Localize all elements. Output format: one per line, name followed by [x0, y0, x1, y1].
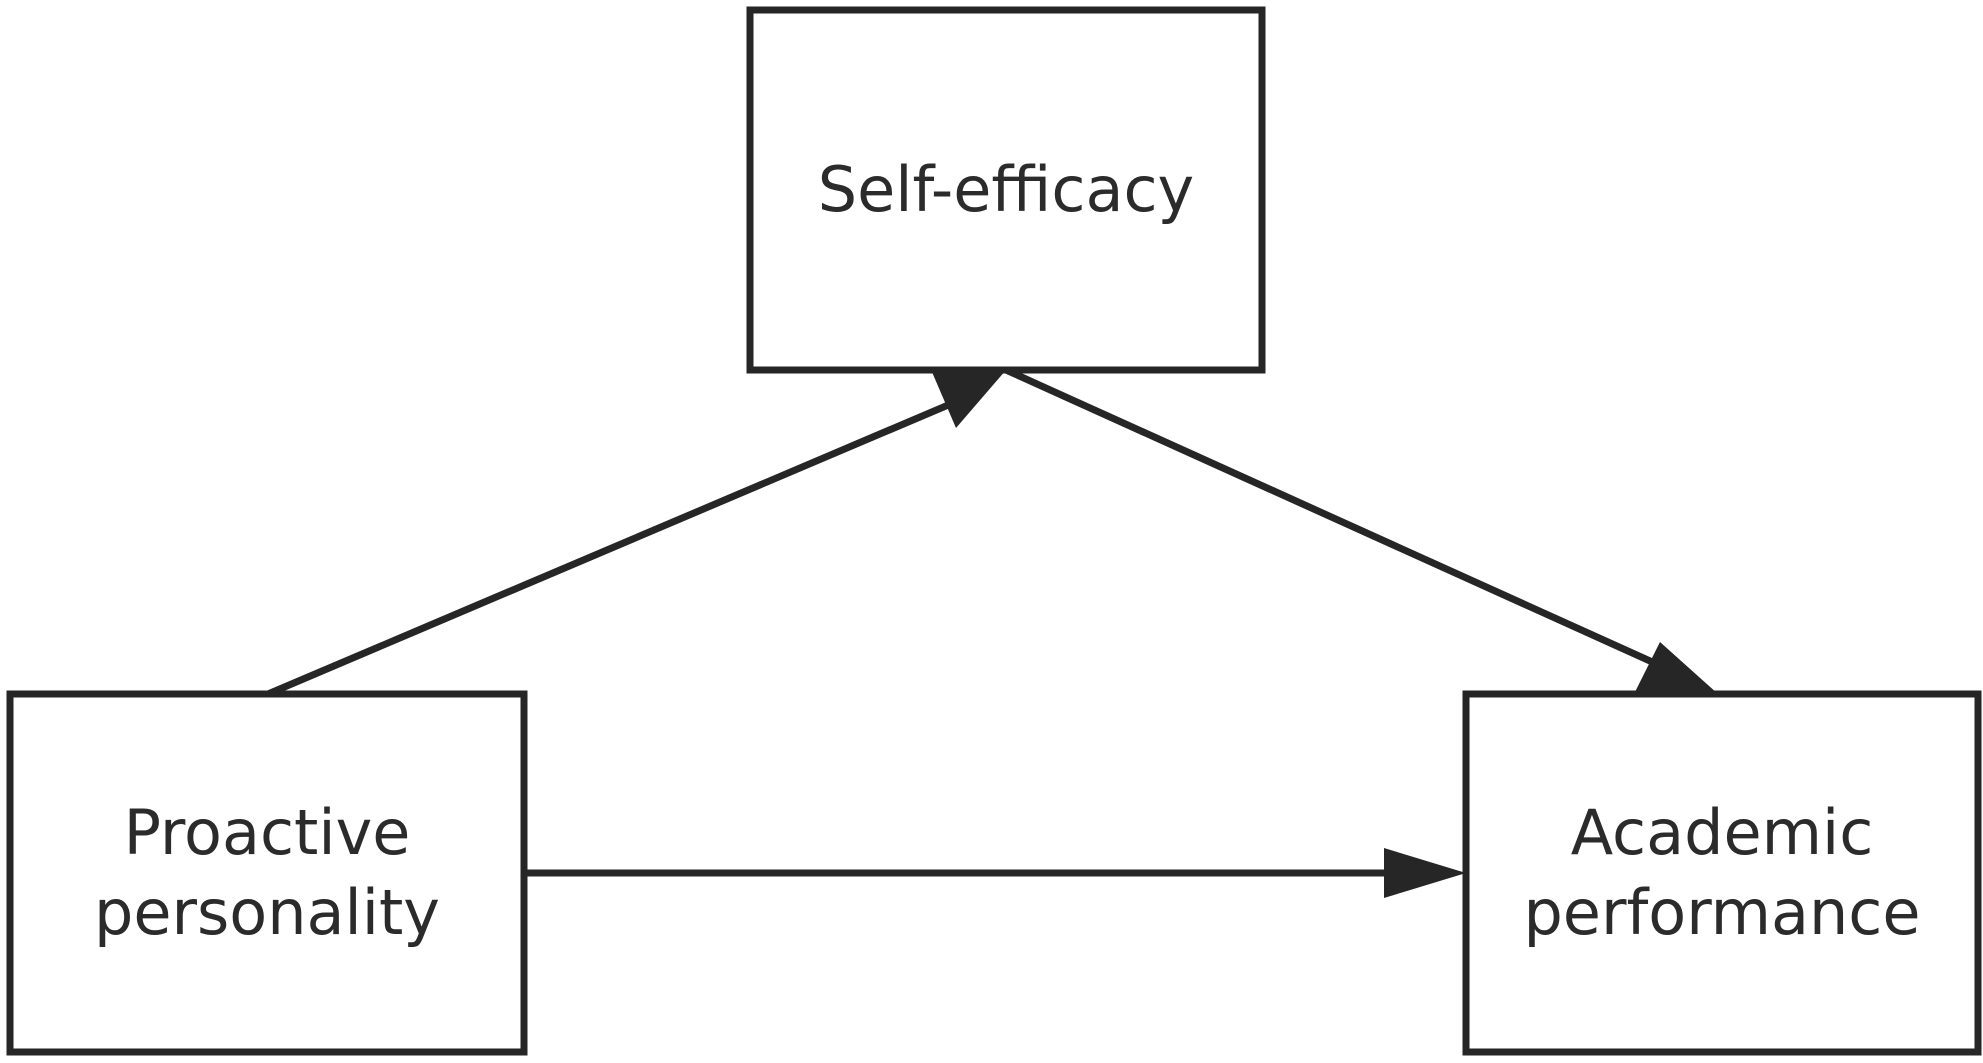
arrowhead-self-efficacy	[932, 370, 1006, 428]
proactive-personality-text-line1: Proactive	[123, 796, 411, 869]
arrowhead-academic-from-proactive	[1384, 848, 1466, 898]
self-efficacy-label: Self-efficacy	[750, 10, 1262, 370]
edge-proactive-to-self-efficacy	[266, 396, 962, 698]
self-efficacy-text: Self-efficacy	[817, 153, 1195, 226]
academic-performance-text-line1: Academic	[1570, 796, 1874, 869]
proactive-personality-box	[6, 690, 528, 1056]
self-efficacy-box	[746, 6, 1266, 374]
edge-self-efficacy-to-academic	[1004, 366, 1672, 674]
academic-performance-box	[1462, 690, 1982, 1056]
academic-performance-label: Academic performance	[1466, 694, 1978, 1052]
arrowhead-academic-from-self-efficacy	[1634, 642, 1718, 694]
proactive-personality-text-line2: personality	[94, 876, 440, 949]
proactive-personality-label: Proactive personality	[10, 694, 524, 1052]
academic-performance-text-line2: performance	[1523, 876, 1921, 949]
